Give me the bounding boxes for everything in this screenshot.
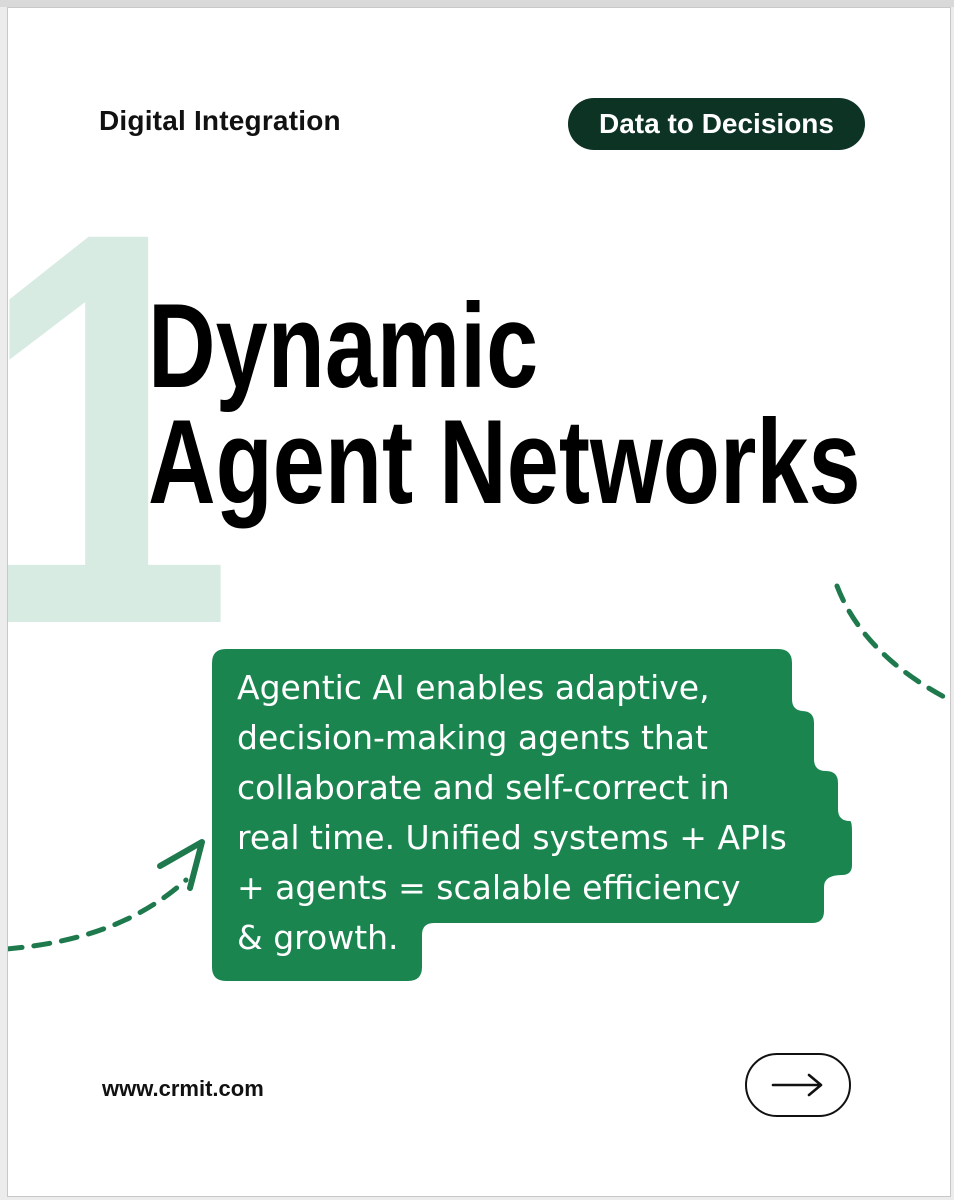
- title-line-1: Dynamic: [148, 279, 539, 413]
- arrow-right-icon: [771, 1073, 823, 1097]
- arrowhead: [157, 839, 205, 891]
- dashed-arc-top-right: [834, 583, 950, 703]
- callout-line: Agentic AI enables adaptive,: [237, 668, 710, 707]
- dashed-arrows-decoration: [8, 583, 950, 952]
- slide-card: 1 Digital Integration Data to Decisions …: [7, 7, 951, 1197]
- callout-line: decision-making agents that: [237, 718, 708, 757]
- top-edge-strip: [0, 0, 954, 7]
- slide-number: 1: [8, 148, 233, 708]
- callout-line: & growth.: [237, 918, 399, 957]
- page-title: Dynamic Agent Networks: [148, 279, 861, 529]
- description-callout: Agentic AI enables adaptive, decision-ma…: [212, 649, 852, 981]
- next-slide-button[interactable]: [745, 1053, 851, 1117]
- website-link[interactable]: www.crmit.com: [102, 1076, 264, 1101]
- title-line-2: Agent Networks: [148, 395, 861, 529]
- callout-shape: [212, 649, 852, 981]
- callout-line: + agents = scalable efficiency: [237, 868, 741, 907]
- callout-line: real time. Unified systems + APIs: [237, 818, 787, 857]
- dashed-arrow-left: [8, 877, 189, 952]
- callout-body: Agentic AI enables adaptive, decision-ma…: [237, 663, 837, 963]
- topic-badge: Data to Decisions: [568, 98, 865, 150]
- brand-label: Digital Integration: [99, 105, 341, 136]
- callout-line: collaborate and self-correct in: [237, 768, 730, 807]
